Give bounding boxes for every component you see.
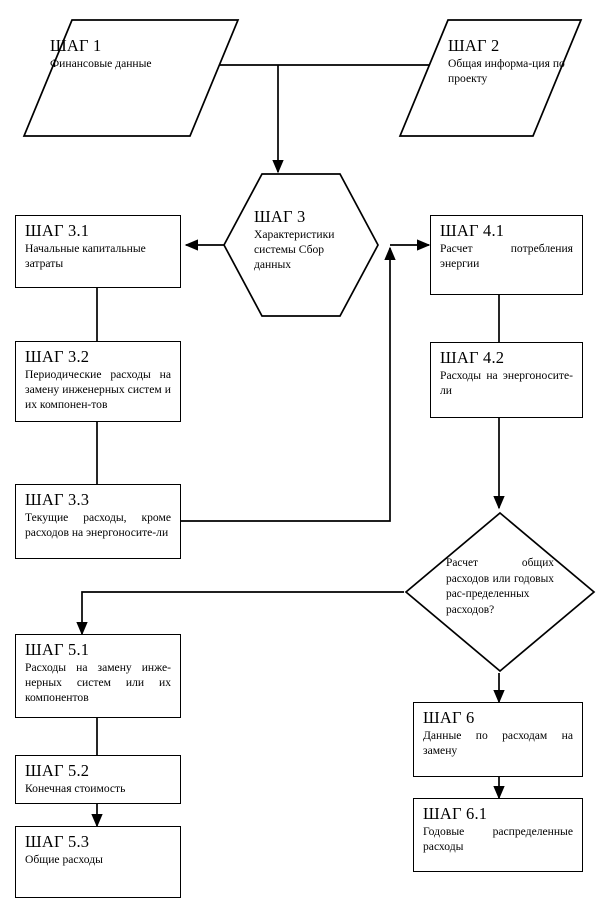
node-step-4-1[interactable]: ШАГ 4.1 Расчет потребления энергии [430,215,583,295]
node-step-3-3[interactable]: ШАГ 3.3 Текущие расходы, кроме расходов … [15,484,181,559]
node-title: ШАГ 3.2 [25,347,90,366]
node-title: ШАГ 3.1 [25,221,90,240]
parallelogram-shape [398,18,583,138]
node-step-5-2[interactable]: ШАГ 5.2 Конечная стоимость [15,755,181,804]
node-step-3-1[interactable]: ШАГ 3.1 Начальные капитальные затраты [15,215,181,288]
node-body: Периодические расходы на замену инженерн… [25,368,171,412]
node-body: Расчет общих расходов или годовых рас-пр… [446,557,554,616]
edge-decision-step51 [76,591,404,636]
node-step-2[interactable]: ШАГ 2 Общая информа-ция по проекту [398,18,583,138]
node-body: Конечная стоимость [25,782,126,795]
node-body: Общие расходы [25,853,103,866]
node-title: ШАГ 5.1 [25,640,90,659]
node-title: ШАГ 5.2 [25,761,90,780]
node-step-3[interactable]: ШАГ 3 Характеристики системы Сбор данных [222,172,380,318]
node-step-6-1[interactable]: ШАГ 6.1 Годовые распределенные расходы [413,798,583,872]
node-title: ШАГ 3.3 [25,490,90,509]
node-step-3-2[interactable]: ШАГ 3.2 Периодические расходы на замену … [15,341,181,422]
node-title: ШАГ 4.2 [440,348,505,367]
node-step-1[interactable]: ШАГ 1 Финансовые данные [22,18,240,138]
node-title: ШАГ 6 [423,708,475,727]
parallelogram-shape [22,18,240,138]
node-body: Расходы на замену инже-нерных систем или… [25,661,171,705]
node-title: ШАГ 4.1 [440,221,505,240]
node-body: Текущие расходы, кроме расходов на энерг… [25,511,171,540]
node-title: ШАГ 5.3 [25,832,90,851]
node-body: Начальные капитальные затраты [25,242,146,271]
node-step-5-3[interactable]: ШАГ 5.3 Общие расходы [15,826,181,898]
node-decision[interactable]: Расчет общих расходов или годовых рас-пр… [404,511,596,673]
node-step-4-2[interactable]: ШАГ 4.2 Расходы на энергоносите-ли [430,342,583,418]
node-step-5-1[interactable]: ШАГ 5.1 Расходы на замену инже-нерных си… [15,634,181,718]
diamond-shape [404,511,596,673]
node-title: ШАГ 3 [254,207,306,226]
node-body: Годовые распределенные расходы [423,825,573,854]
node-body: Расчет потребления энергии [440,242,573,271]
node-title: ШАГ 1 [50,36,102,55]
node-title: ШАГ 2 [448,36,500,55]
node-step-6[interactable]: ШАГ 6 Данные по расходам на замену [413,702,583,777]
node-body: Финансовые данные [50,57,152,70]
node-body: Расходы на энергоносите-ли [440,369,573,398]
node-body: Общая информа-ция по проекту [448,57,565,86]
hexagon-shape [222,172,380,318]
node-body: Данные по расходам на замену [423,729,573,758]
node-body: Характеристики системы Сбор данных [254,228,335,272]
node-title: ШАГ 6.1 [423,804,488,823]
